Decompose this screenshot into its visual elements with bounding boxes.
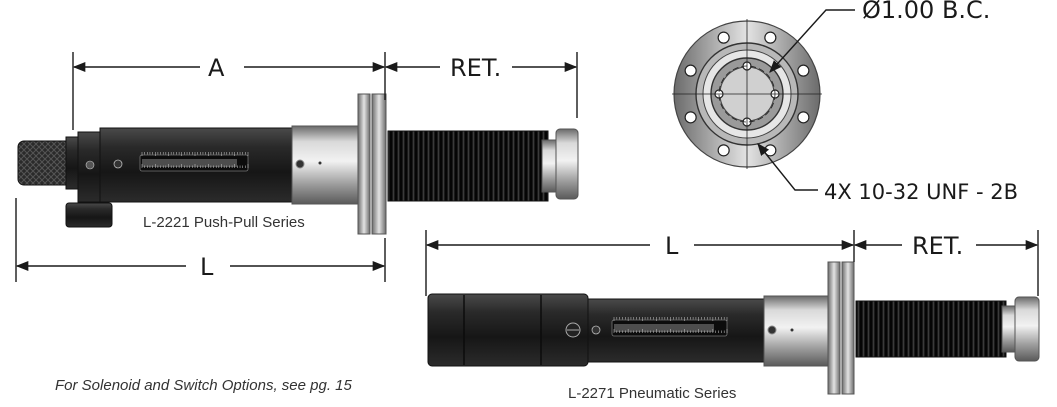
- caption-pneumatic: L-2271 Pneumatic Series: [568, 385, 736, 402]
- thread-callout-label: 4X 10-32 UNF - 2B: [824, 180, 1018, 204]
- bolt-hole: [717, 144, 730, 157]
- end-cap-bottom: [1001, 296, 1040, 362]
- pneumatic-cylinder: [427, 293, 589, 367]
- bottom-dimensions: [425, 230, 1039, 296]
- dim-label-l-top: L: [200, 253, 214, 281]
- dim-label-ret-top: RET.: [450, 54, 501, 82]
- end-cap: [541, 128, 579, 200]
- bolt-hole: [684, 111, 697, 124]
- mounting-flange: [357, 93, 387, 235]
- dim-label-a: A: [208, 54, 225, 82]
- bellows: [387, 130, 549, 202]
- options-note: For Solenoid and Switch Options, see pg.…: [55, 377, 353, 394]
- bolt-hole: [797, 64, 810, 77]
- bellows-bottom: [855, 300, 1007, 358]
- bolt-circle-label: Ø1.00 B.C.: [862, 0, 990, 24]
- push-pull-actuator: L-2221 Push-Pull Series: [17, 93, 579, 235]
- flange-leaders: [757, 9, 855, 191]
- knurled-knob: [17, 136, 81, 190]
- mounting-flange-bottom: [827, 261, 855, 395]
- top-dimensions: [15, 52, 578, 282]
- caption-push-pull: L-2221 Push-Pull Series: [143, 214, 305, 231]
- bolt-hole: [797, 111, 810, 124]
- dim-label-l-bottom: L: [665, 232, 679, 260]
- bolt-hole: [684, 64, 697, 77]
- pneumatic-actuator: L-2271 Pneumatic Series: [427, 261, 1040, 402]
- flange-end-view: [672, 19, 822, 169]
- dim-label-ret-bottom: RET.: [912, 232, 963, 260]
- scale-window: [139, 152, 249, 172]
- scale-window-bottom: [611, 317, 728, 337]
- bolt-hole: [764, 31, 777, 44]
- bolt-hole: [717, 31, 730, 44]
